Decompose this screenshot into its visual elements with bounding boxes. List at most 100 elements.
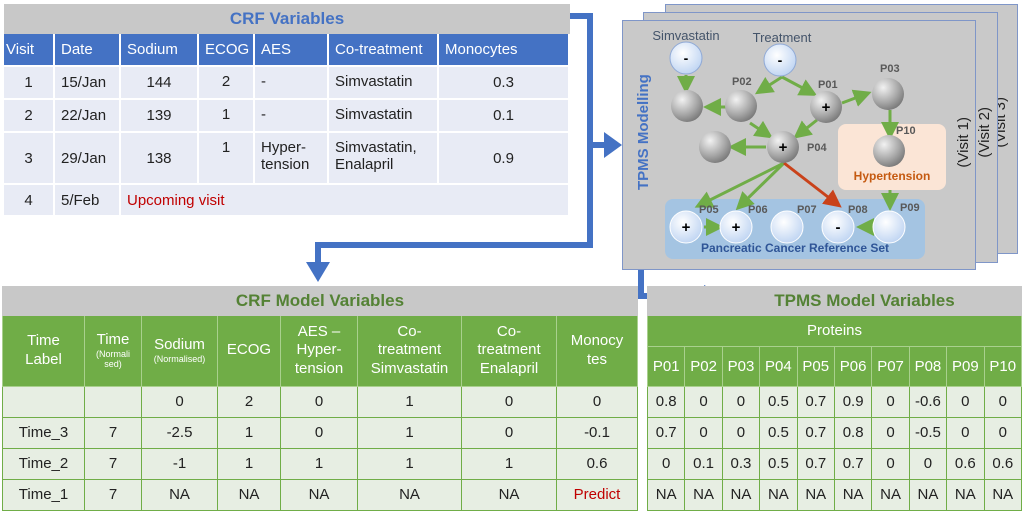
cell: NA <box>280 478 358 511</box>
cell: 0 <box>946 385 985 418</box>
cell-ecog: 2 <box>198 66 255 100</box>
cell-cotreatment: Simvastatin <box>328 66 439 100</box>
col-header-main: Time <box>96 331 130 349</box>
table-row: Time_2 7 -1 1 1 1 1 0.6 <box>2 447 638 480</box>
simvastatin-label: Simvastatin <box>652 28 719 43</box>
col-header-sub: (Normalised) <box>153 354 206 365</box>
edge-p02-p04 <box>749 120 773 139</box>
arrowhead-down-icon <box>306 262 330 282</box>
cell: 0 <box>141 385 218 418</box>
p01-label: P01 <box>818 79 838 91</box>
cell: -0.6 <box>908 385 948 418</box>
cell: 0.5 <box>759 385 798 418</box>
cell: 0.5 <box>759 447 798 480</box>
col-header-main: Sodium <box>154 336 205 354</box>
cell: 1 <box>217 447 281 480</box>
p09-label: P09 <box>900 202 920 214</box>
cell-visit: 2 <box>4 99 55 133</box>
cell: NA <box>946 478 985 511</box>
edge-p04-p06 <box>735 161 786 211</box>
cell: 0.9 <box>833 385 873 418</box>
cell-time-label: Time_2 <box>2 447 85 480</box>
cell-date: 5/Feb <box>54 184 121 217</box>
col-header-p01: P01 <box>646 346 686 387</box>
cell-aes: Hyper- tension <box>254 132 329 185</box>
edge-p04-p08-inhibition <box>783 161 842 208</box>
cell: NA <box>217 478 281 511</box>
cell-aes: - <box>254 99 329 133</box>
cell: NA <box>461 478 557 511</box>
cell-empty <box>84 385 142 418</box>
cell: 0.7 <box>833 447 873 480</box>
col-header-enalapril: Co- treatment Enalapril <box>461 316 557 387</box>
cell: 0 <box>280 416 358 449</box>
arrowhead-right-icon <box>604 132 622 158</box>
unlabeled-node <box>671 90 703 122</box>
cell: 0 <box>908 447 948 480</box>
col-header: Sodium <box>120 34 199 67</box>
p08-label: P08 <box>848 204 868 216</box>
cell-empty <box>2 385 85 418</box>
cell-time: 7 <box>84 478 142 511</box>
cell: -2.5 <box>141 416 218 449</box>
cell: 0.7 <box>796 416 835 449</box>
cell: 0 <box>461 385 557 418</box>
edge-treatment-p01 <box>781 75 818 96</box>
crf-variables-title: CRF Variables <box>4 4 570 34</box>
cell: NA <box>796 478 835 511</box>
p10-label: P10 <box>896 125 916 137</box>
col-header-p04: P04 <box>759 346 798 387</box>
crf-variables-table: CRF Variables Visit Date Sodium ECOG AES… <box>4 4 570 217</box>
p06-sign: + <box>732 219 741 236</box>
cell: NA <box>983 478 1023 511</box>
p05-sign: + <box>682 219 691 236</box>
treatment-sign: - <box>778 52 783 68</box>
tpms-model-variables-title: TPMS Model Variables <box>647 286 1022 316</box>
cell-time-label: Time_3 <box>2 416 85 449</box>
edge-p04-p05 <box>694 161 785 208</box>
treatment-node <box>763 43 797 77</box>
col-header-ecog: ECOG <box>217 316 281 387</box>
table-row: 0 2 0 1 0 0 <box>2 385 638 418</box>
cell: 0 <box>461 416 557 449</box>
p01-sign: + <box>822 99 831 116</box>
cell: NA <box>871 478 910 511</box>
cell: NA <box>908 478 948 511</box>
cell-ecog: 1 <box>198 132 255 185</box>
crf-header-row: Visit Date Sodium ECOG AES Co-treatment … <box>4 34 570 67</box>
hypertension-label: Hypertension <box>854 169 931 183</box>
cell-visit: 1 <box>4 66 55 100</box>
upcoming-visit-note: Upcoming visit <box>120 184 570 217</box>
cell: 0 <box>556 385 638 418</box>
col-header: Date <box>54 34 121 67</box>
node-p02 <box>725 90 757 122</box>
node-p05 <box>669 210 703 244</box>
cell: NA <box>721 478 761 511</box>
cell-monocytes: 0.1 <box>438 99 570 133</box>
tpms-network-diagram: TPMS Modelling Hypertension Pancreatic C… <box>635 28 946 259</box>
cell-time: 7 <box>84 416 142 449</box>
table-row: 1 15/Jan 144 2 - Simvastatin 0.3 <box>4 66 570 100</box>
node-p10 <box>873 135 905 167</box>
cell-visit: 3 <box>4 132 55 185</box>
cell: NA <box>684 478 723 511</box>
col-header: Monocytes <box>438 34 570 67</box>
table-row: 3 29/Jan 138 1 Hyper- tension Simvastati… <box>4 132 570 185</box>
cell: NA <box>759 478 798 511</box>
cell: 0.7 <box>796 447 835 480</box>
table-row: 2 22/Jan 139 1 - Simvastatin 0.1 <box>4 99 570 133</box>
cell-monocytes: 0.9 <box>438 132 570 185</box>
edge-p01-p03 <box>841 89 872 107</box>
col-header: Co-treatment <box>328 34 439 67</box>
cell: 0 <box>871 447 910 480</box>
col-header: ECOG <box>198 34 255 67</box>
p07-label: P07 <box>797 204 817 216</box>
col-header: AES <box>254 34 329 67</box>
cell: 1 <box>461 447 557 480</box>
crf-model-variables-title: CRF Model Variables <box>2 286 638 316</box>
cell: 1 <box>357 385 462 418</box>
p06-label: P06 <box>748 204 768 216</box>
cell: 0 <box>684 385 723 418</box>
